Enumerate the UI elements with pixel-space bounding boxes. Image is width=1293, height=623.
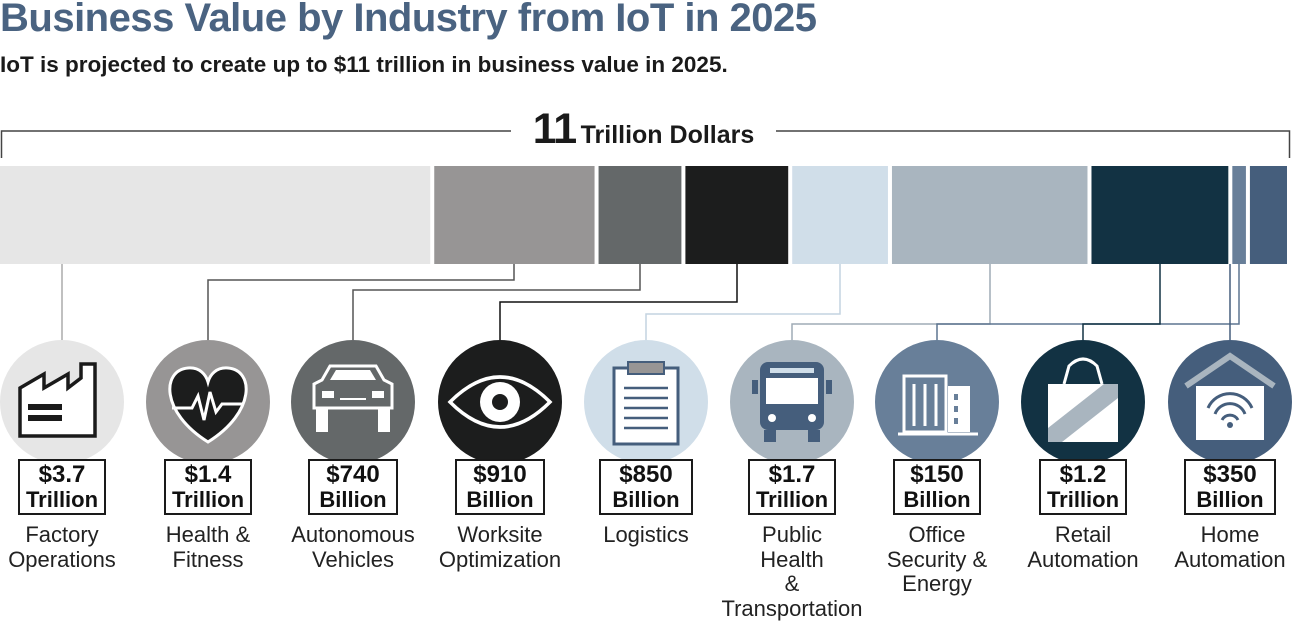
connector-line	[207, 264, 515, 340]
value-amount: $740	[326, 461, 380, 488]
bar-segment	[792, 166, 888, 264]
bar-segment	[434, 166, 595, 264]
factory-icon	[0, 340, 124, 464]
category-label: Logistics	[603, 522, 689, 547]
bar-segment	[891, 166, 1088, 264]
value-unit: Billion	[903, 487, 971, 512]
bar-segment	[1232, 166, 1246, 264]
value-amount: $1.2	[1059, 461, 1107, 488]
shopping-bag-icon	[1021, 340, 1145, 464]
value-amount: $850	[619, 461, 673, 488]
office-building-icon	[875, 340, 999, 464]
connector-line	[936, 264, 1240, 340]
connector-line	[1082, 264, 1161, 340]
value-amount: $910	[473, 461, 527, 488]
smart-home-icon	[1168, 340, 1292, 464]
value-unit: Billion	[466, 487, 534, 512]
value-amount: $1.7	[768, 461, 816, 488]
eye-icon	[438, 340, 562, 464]
value-amount: $3.7	[38, 461, 86, 488]
stacked-bar	[0, 166, 1287, 264]
value-unit: Trillion	[755, 487, 829, 512]
connector-lines	[61, 264, 1240, 340]
total-unit: Trillion Dollars	[580, 121, 755, 149]
value-unit: Billion	[612, 487, 680, 512]
total-value-label: 11 Trillion Dollars	[511, 105, 776, 159]
connector-line	[352, 264, 641, 340]
bar-segment	[0, 166, 431, 264]
bus-icon	[730, 340, 854, 464]
value-unit: Billion	[319, 487, 387, 512]
value-unit: Trillion	[25, 487, 99, 512]
value-unit: Billion	[1196, 487, 1264, 512]
value-amount: $150	[910, 461, 964, 488]
category-icons	[0, 340, 1292, 464]
connector-line	[791, 264, 991, 340]
chart-subtitle: IoT is projected to create up to $11 tri…	[0, 52, 728, 77]
connector-line	[645, 264, 841, 340]
clipboard-icon	[584, 340, 708, 464]
chart-title: Business Value by Industry from IoT in 2…	[0, 0, 817, 40]
bar-segment	[685, 166, 789, 264]
value-amount: $1.4	[184, 461, 232, 488]
value-unit: Trillion	[171, 487, 245, 512]
total-number: 11	[532, 105, 577, 153]
bar-segment	[1091, 166, 1229, 264]
car-icon	[291, 340, 415, 464]
bar-segment	[1249, 166, 1287, 264]
value-unit: Trillion	[1046, 487, 1120, 512]
bar-segment	[598, 166, 682, 264]
value-amount: $350	[1203, 461, 1257, 488]
category-label: Health &Fitness	[165, 522, 251, 572]
heart-pulse-icon	[146, 340, 270, 464]
connector-line	[499, 264, 738, 340]
